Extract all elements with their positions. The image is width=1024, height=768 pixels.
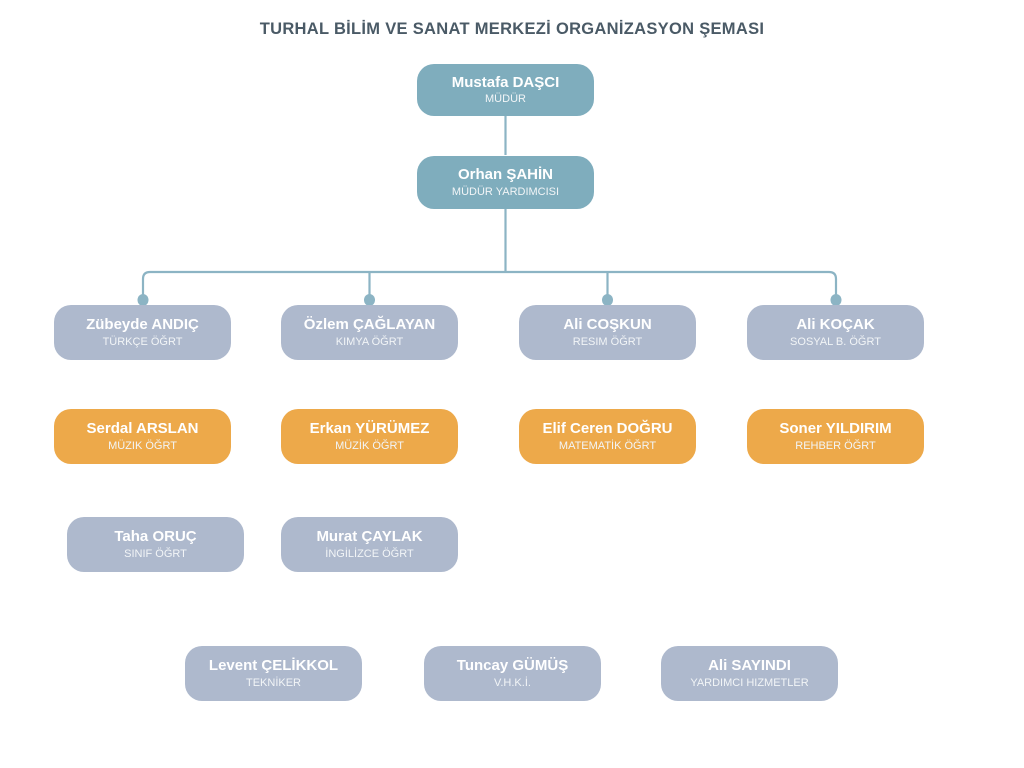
node-name: Erkan YÜRÜMEZ — [309, 420, 430, 438]
node-teacher-matematik[interactable]: Elif Ceren DOĞRU MATEMATİK ÖĞRT — [519, 409, 696, 464]
node-teacher-muzik-2[interactable]: Erkan YÜRÜMEZ MÜZİK ÖĞRT — [281, 409, 458, 464]
node-role: KIMYA ÖĞRT — [335, 335, 404, 348]
node-teacher-sinif[interactable]: Taha ORUÇ SINIF ÖĞRT — [67, 517, 244, 572]
node-staff-yardimci-hizmetler[interactable]: Ali SAYINDI YARDIMCI HIZMETLER — [661, 646, 838, 701]
node-name: Elif Ceren DOĞRU — [542, 420, 673, 438]
node-name: Ali SAYINDI — [708, 657, 791, 675]
node-name: Tuncay GÜMÜŞ — [456, 657, 569, 675]
node-name: Levent ÇELİKKOL — [208, 657, 339, 675]
node-name: Serdal ARSLAN — [86, 420, 199, 438]
node-name: Ali KOÇAK — [796, 316, 875, 334]
node-role: MÜDÜR YARDIMCISI — [451, 185, 560, 198]
node-teacher-kimya[interactable]: Özlem ÇAĞLAYAN KIMYA ÖĞRT — [281, 305, 458, 360]
node-role: RESIM ÖĞRT — [572, 335, 643, 348]
node-role: REHBER ÖĞRT — [795, 439, 876, 452]
node-role: TEKNİKER — [245, 676, 301, 689]
node-director[interactable]: Mustafa DAŞCI MÜDÜR — [417, 64, 594, 116]
node-name: Taha ORUÇ — [114, 528, 197, 546]
node-name: Mustafa DAŞCI — [451, 73, 560, 91]
node-teacher-resim[interactable]: Ali COŞKUN RESIM ÖĞRT — [519, 305, 696, 360]
node-staff-tekniker[interactable]: Levent ÇELİKKOL TEKNİKER — [185, 646, 362, 701]
node-teacher-turkce[interactable]: Zübeyde ANDIÇ TÜRKÇE ÖĞRT — [54, 305, 231, 360]
node-name: Zübeyde ANDIÇ — [86, 316, 199, 334]
node-teacher-muzik-1[interactable]: Serdal ARSLAN MÜZIK ÖĞRT — [54, 409, 231, 464]
node-role: MÜDÜR — [485, 93, 526, 106]
node-role: MÜZIK ÖĞRT — [108, 439, 177, 452]
page-title: TURHAL BİLİM VE SANAT MERKEZİ ORGANİZASY… — [259, 20, 765, 38]
node-role: SINIF ÖĞRT — [124, 547, 187, 560]
node-role: MÜZİK ÖĞRT — [335, 439, 404, 452]
node-teacher-ingilizce[interactable]: Murat ÇAYLAK İNGİLİZCE ÖĞRT — [281, 517, 458, 572]
node-role: TÜRKÇE ÖĞRT — [102, 335, 183, 348]
node-role: MATEMATİK ÖĞRT — [558, 439, 657, 452]
node-role: V.H.K.İ. — [494, 676, 531, 689]
node-role: İNGİLİZCE ÖĞRT — [325, 547, 414, 560]
node-role: YARDIMCI HIZMETLER — [690, 676, 809, 689]
node-name: Soner YILDIRIM — [779, 420, 892, 438]
node-teacher-sosyal[interactable]: Ali KOÇAK SOSYAL B. ÖĞRT — [747, 305, 924, 360]
node-name: Özlem ÇAĞLAYAN — [303, 316, 436, 334]
node-name: Orhan ŞAHİN — [457, 166, 553, 184]
node-teacher-rehber[interactable]: Soner YILDIRIM REHBER ÖĞRT — [747, 409, 924, 464]
node-role: SOSYAL B. ÖĞRT — [790, 335, 881, 348]
node-staff-vhki[interactable]: Tuncay GÜMÜŞ V.H.K.İ. — [424, 646, 601, 701]
node-name: Ali COŞKUN — [563, 316, 652, 334]
node-deputy-director[interactable]: Orhan ŞAHİN MÜDÜR YARDIMCISI — [417, 156, 594, 209]
node-name: Murat ÇAYLAK — [316, 528, 423, 546]
